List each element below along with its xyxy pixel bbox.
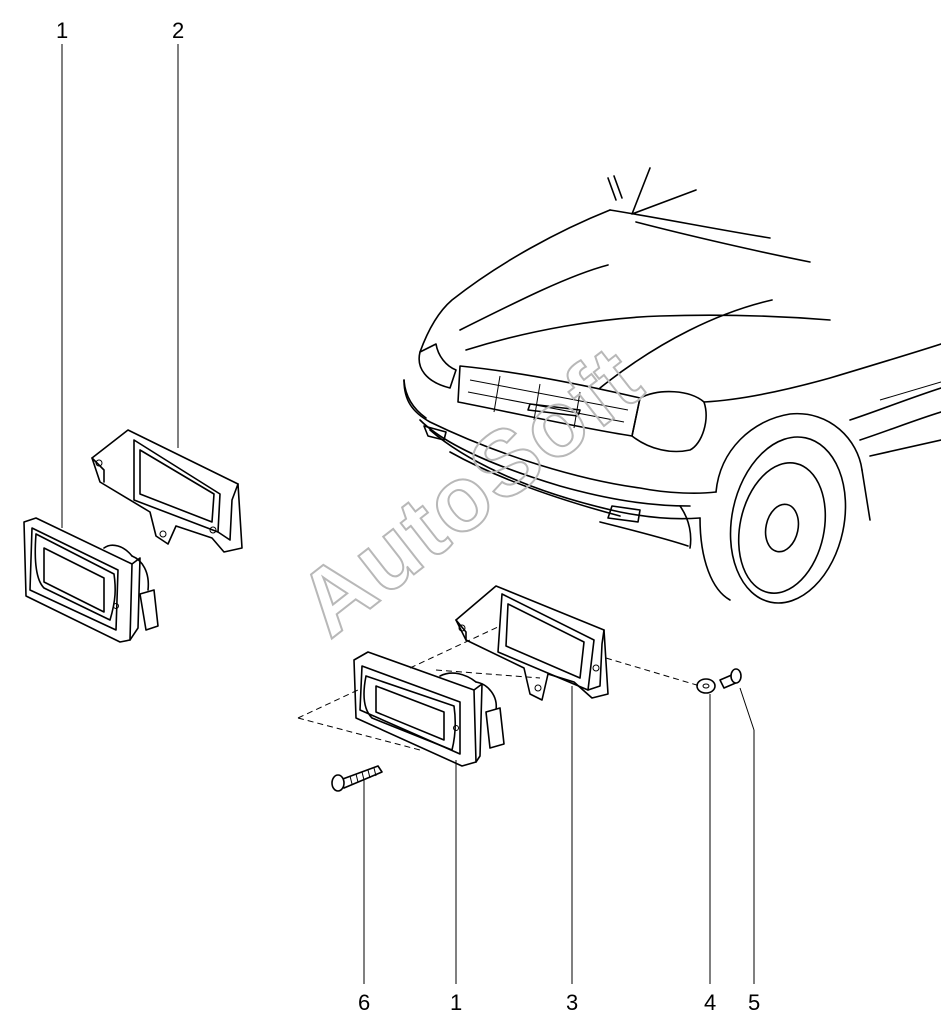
bottom-bracket-part bbox=[455, 585, 609, 701]
left-lamp-part bbox=[23, 517, 159, 643]
bottom-lamp-part bbox=[353, 651, 505, 767]
callout-label-3: 3 bbox=[566, 990, 578, 1015]
callout-label-5: 5 bbox=[748, 990, 760, 1015]
callout-label-1-left: 1 bbox=[56, 18, 68, 43]
callout-label-1-bottom: 1 bbox=[450, 990, 462, 1015]
leader-lines bbox=[61, 44, 755, 984]
washer-part bbox=[696, 678, 716, 694]
callout-label-6: 6 bbox=[358, 990, 370, 1015]
watermark-text: AutoSoft bbox=[280, 326, 661, 655]
bolt-part bbox=[719, 668, 742, 689]
callout-label-2: 2 bbox=[172, 18, 184, 43]
screw-part bbox=[331, 765, 383, 792]
assembly-lines bbox=[297, 625, 701, 751]
vehicle-front-outline bbox=[403, 167, 941, 604]
callout-label-4: 4 bbox=[704, 990, 716, 1015]
left-bracket-part bbox=[91, 429, 243, 553]
